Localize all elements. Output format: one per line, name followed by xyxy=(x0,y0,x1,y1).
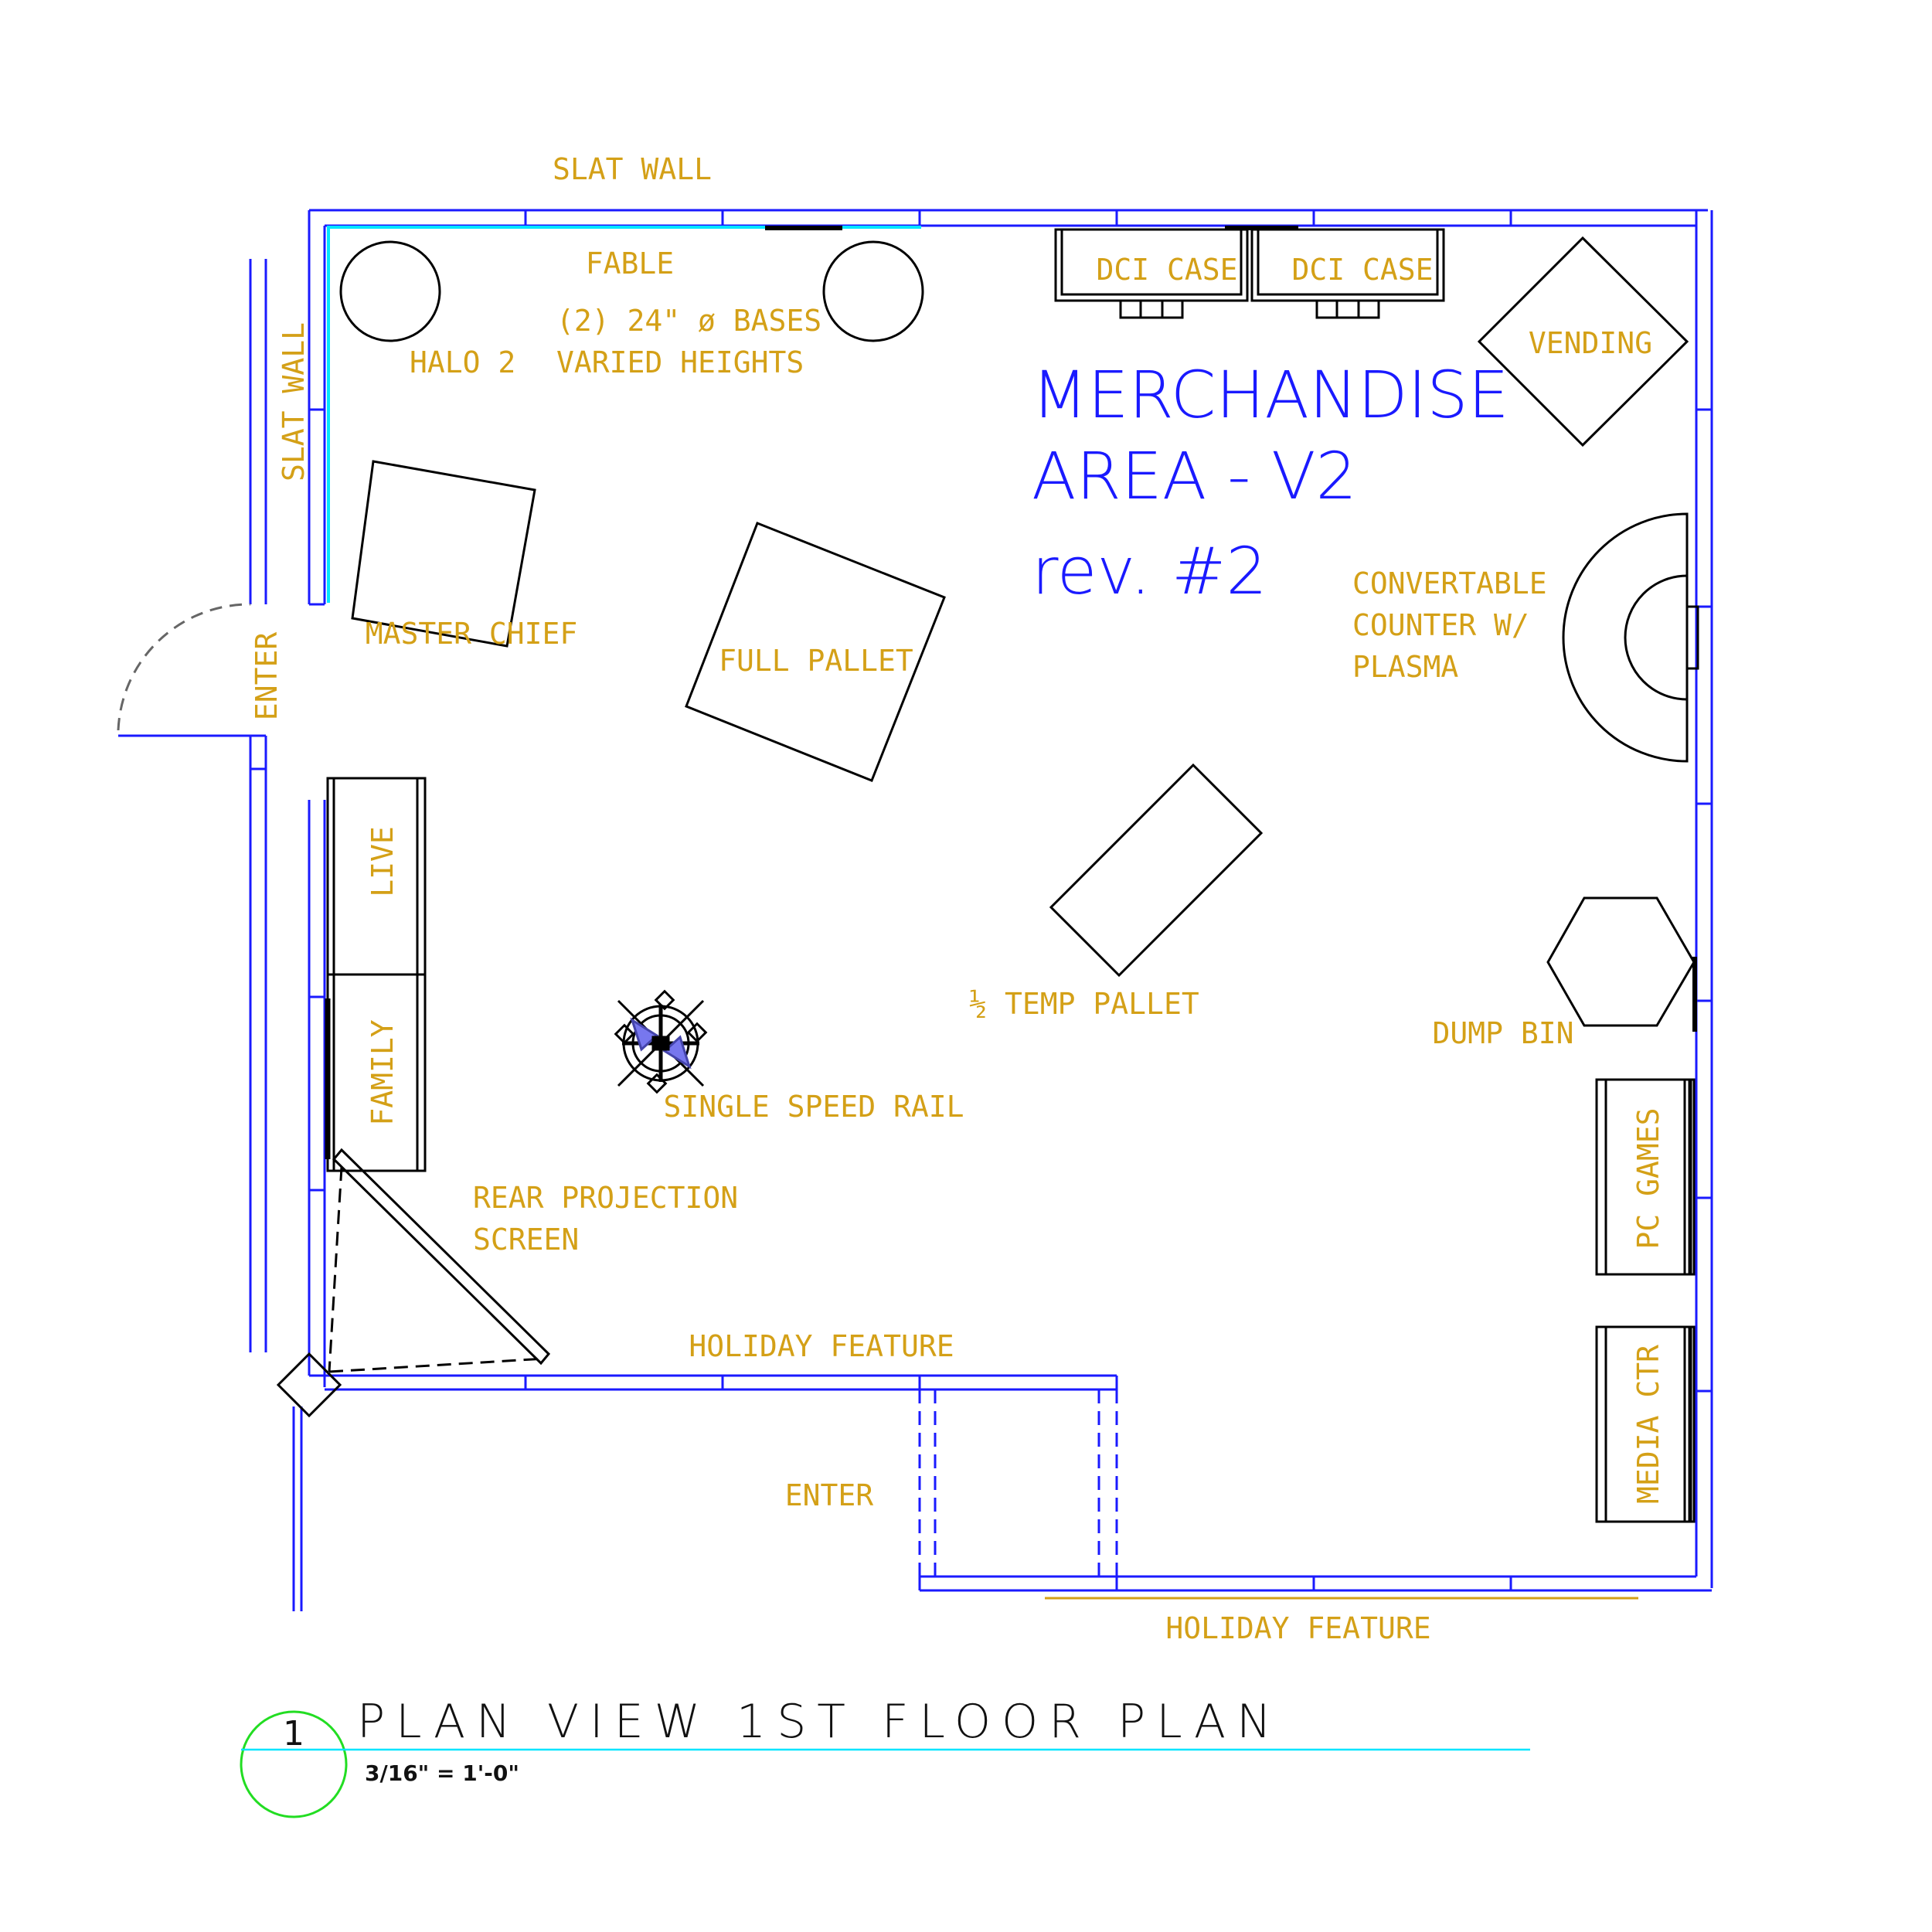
label-full-pallet: FULL PALLET xyxy=(719,644,913,678)
label-half-temp-pallet: ½ TEMP PALLET xyxy=(969,987,1199,1021)
convertible-counter xyxy=(1562,512,1699,763)
master-chief-fixture xyxy=(351,460,536,648)
caption-scale: 3/16" = 1'-0" xyxy=(365,1760,519,1786)
label-pc-games: PC GAMES xyxy=(1631,1107,1665,1249)
family-fixture xyxy=(325,973,427,1172)
dci-case-2 xyxy=(1250,228,1445,319)
caption-title: PLAN VIEW 1ST FLOOR PLAN xyxy=(357,1695,1282,1749)
label-holiday-feature-2: HOLIDAY FEATURE xyxy=(1165,1611,1430,1645)
label-slat-wall-top: SLAT WALL xyxy=(553,152,712,186)
callout-number: 1 xyxy=(283,1714,304,1753)
label-enter-bottom: ENTER xyxy=(785,1478,874,1512)
fable-base-right xyxy=(822,240,924,342)
bottom-entrance-jambs xyxy=(918,1389,1118,1577)
label-counter-3: PLASMA xyxy=(1352,650,1458,684)
single-speed-rail-symbol xyxy=(614,989,708,1094)
door-swing-arc xyxy=(117,603,251,731)
label-master-chief: MASTER CHIEF xyxy=(366,617,578,651)
walls xyxy=(118,209,1713,1611)
label-single-speed-rail: SINGLE SPEED RAIL xyxy=(664,1090,964,1124)
label-rear-projection: REAR PROJECTION xyxy=(473,1181,738,1215)
media-ctr-fixture xyxy=(1595,1325,1696,1523)
label-counter-1: CONVERTABLE xyxy=(1352,566,1547,600)
label-dci-case-1: DCI CASE xyxy=(1096,253,1237,287)
full-pallet xyxy=(685,522,946,782)
label-holiday-feature-1: HOLIDAY FEATURE xyxy=(689,1329,954,1363)
label-dump-bin: DUMP BIN xyxy=(1432,1016,1573,1050)
label-screen: SCREEN xyxy=(473,1223,579,1257)
area-title-line3: rev. #2 xyxy=(1032,533,1267,609)
area-title-line1: MERCHANDISE xyxy=(1032,357,1509,433)
dump-bin xyxy=(1546,896,1696,1027)
callout-circle xyxy=(240,1710,348,1818)
half-temp-pallet xyxy=(1049,763,1264,978)
label-media-ctr: MEDIA CTR xyxy=(1631,1345,1665,1504)
label-enter-left: ENTER xyxy=(250,632,284,721)
slat-wall-highlight xyxy=(327,226,921,603)
label-varied-heights: VARIED HEIGHTS xyxy=(556,345,804,379)
label-vending: VENDING xyxy=(1529,326,1652,360)
fable-base-left xyxy=(339,240,441,342)
label-counter-2: COUNTER W/ xyxy=(1352,608,1529,642)
label-family: FAMILY xyxy=(366,1019,400,1125)
label-bases: (2) 24" ø BASES xyxy=(556,304,821,338)
label-fable: FABLE xyxy=(586,247,674,281)
pc-games-fixture xyxy=(1595,1078,1696,1276)
label-halo: HALO 2 xyxy=(410,345,515,379)
area-title-line2: AREA - V2 xyxy=(1032,438,1357,514)
vending-machine xyxy=(1477,236,1689,447)
drawing-caption: 1 PLAN VIEW 1ST FLOOR PLAN 3/16" = 1'-0" xyxy=(240,1695,1530,1818)
dci-case-1 xyxy=(1054,228,1249,319)
label-live: LIVE xyxy=(366,826,400,897)
rear-projection-screen xyxy=(276,1148,551,1418)
label-dci-case-2: DCI CASE xyxy=(1291,253,1433,287)
label-slat-wall-left: SLAT WALL xyxy=(277,322,311,481)
